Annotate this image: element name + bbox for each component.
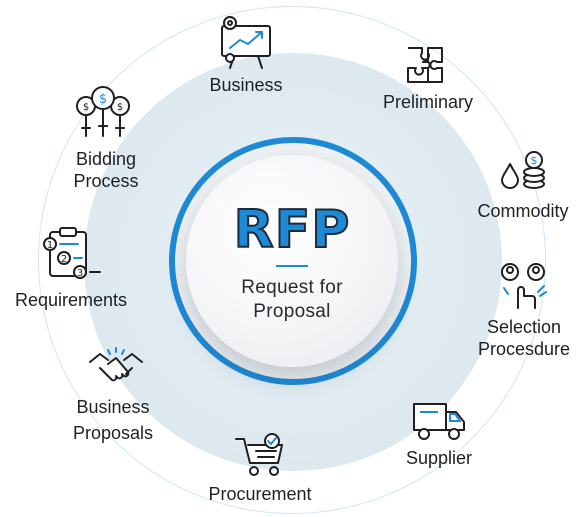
node-business-proposals: Business Proposals [58,396,168,444]
node-proposals-line1: Business [76,397,150,417]
center-disc [186,155,398,367]
title-divider [276,265,308,267]
svg-text:2: 2 [61,254,67,265]
node-selection-line2: Procesdure [477,339,571,359]
node-procurement: Procurement [208,484,312,504]
money-bags-icon: $ $ $ [72,84,134,142]
center-subtitle-line2: Proposal [253,301,331,322]
svg-text:1: 1 [47,240,53,251]
node-bidding-line1: Bidding [75,149,137,169]
presentation-chart-icon [216,14,274,70]
center-title: RFP [233,199,351,261]
node-requirements: Requirements [14,290,128,310]
center-subtitle-line1: Request for [241,277,343,298]
people-select-icon [498,262,550,312]
checklist-icon: 1 2 3 [40,224,102,280]
node-commodity: Commodity [477,201,569,221]
center-subtitle: Request for Proposal [186,276,398,324]
node-proposals-line2: Proposals [72,423,154,443]
delivery-truck-icon [410,398,468,442]
node-supplier: Supplier [405,448,473,468]
svg-text:$: $ [83,102,89,113]
node-preliminary: Preliminary [382,92,474,112]
node-business: Business [209,75,283,95]
puzzle-icon [404,44,448,88]
node-selection-line1: Selection [486,317,562,337]
svg-text:$: $ [531,154,538,167]
shopping-cart-icon [234,433,286,479]
handshake-icon [88,346,144,390]
coin-stack-drop-icon: $ [498,150,548,192]
node-bidding-process: Bidding Process [56,148,156,192]
svg-text:$: $ [99,92,107,107]
svg-text:$: $ [117,102,123,113]
node-selection: Selection Procesdure [466,316,582,360]
node-bidding-line2: Process [73,171,139,191]
svg-text:3: 3 [77,268,83,279]
